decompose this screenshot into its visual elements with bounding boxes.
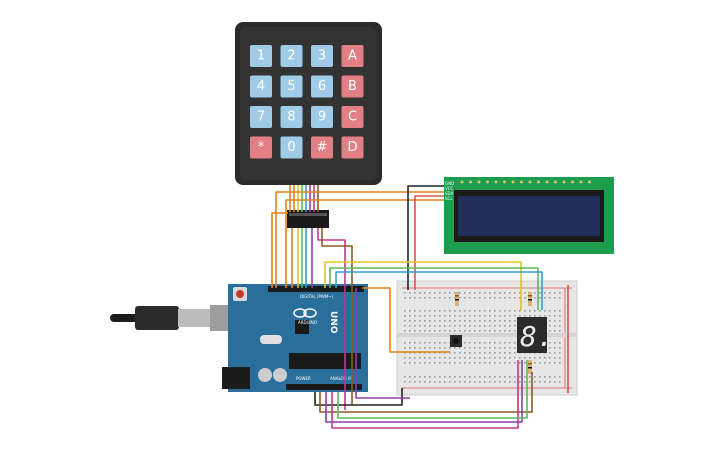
wire: [407, 185, 444, 290]
key-C[interactable]: C: [341, 106, 364, 128]
arduino-logo: [293, 308, 317, 318]
lcd-pin: [511, 180, 515, 184]
wire: [285, 199, 444, 288]
push-button[interactable]: [450, 335, 462, 347]
key-9[interactable]: 9: [311, 106, 333, 128]
lcd-pin: [520, 180, 523, 184]
key-6[interactable]: 6: [311, 75, 333, 98]
capacitor: [258, 368, 272, 382]
usb-cable: [110, 305, 230, 331]
resistor: [528, 360, 532, 374]
power-jack: [222, 367, 250, 389]
capacitor: [273, 368, 287, 382]
wire: [325, 360, 523, 423]
arduino-logo-text: ARDUINO: [298, 320, 317, 325]
wire: [331, 360, 519, 429]
key-8[interactable]: 8: [280, 106, 303, 128]
wire: [335, 271, 543, 310]
key-label: 9: [318, 110, 326, 125]
lcd-screen: [458, 196, 600, 236]
resistor: [528, 292, 532, 306]
lcd-pin: [503, 180, 506, 184]
key-label: 0: [287, 140, 295, 155]
wires: [271, 185, 569, 429]
lcd-pin: [537, 180, 540, 184]
wire: [271, 212, 288, 288]
key-label: *: [258, 140, 265, 155]
keypad-keys: 1 2 3 A 4 5 6 B 7 8 9 C * 0 # D: [250, 45, 364, 159]
key-A[interactable]: A: [341, 45, 364, 67]
atmega-chip: [289, 353, 361, 369]
analog-label: ANALOG IN: [330, 376, 352, 381]
key-label: 1: [257, 49, 265, 64]
keypad-header: [287, 210, 329, 228]
wire: [321, 228, 353, 405]
key-label: 5: [287, 79, 295, 94]
key-#[interactable]: #: [311, 136, 333, 159]
power-label: POWER: [296, 376, 311, 381]
key-D[interactable]: D: [341, 136, 364, 159]
lcd-pin: [528, 180, 532, 184]
wire: [314, 388, 403, 406]
key-label: 8: [287, 110, 295, 125]
key-label: 3: [318, 49, 326, 64]
lcd-pin-label: VCC: [445, 186, 454, 191]
wire: [329, 267, 539, 310]
resistor: [455, 292, 459, 306]
key-label: C: [348, 110, 357, 125]
lcd-pin: [486, 180, 489, 184]
wire: [319, 372, 533, 413]
key-label: 4: [257, 79, 265, 94]
lcd-pin: [554, 180, 557, 184]
key-label: #: [317, 140, 328, 155]
wire: [362, 287, 450, 353]
lcd-pin: [477, 180, 481, 184]
key-label: D: [347, 140, 357, 155]
wire: [324, 261, 522, 310]
lcd-pin: [562, 180, 566, 184]
wire: [337, 360, 528, 419]
analog-header: [286, 384, 362, 390]
key-2[interactable]: 2: [280, 45, 303, 67]
key-label: A: [348, 49, 357, 64]
key-3[interactable]: 3: [311, 45, 333, 67]
lcd-pin: [579, 180, 583, 184]
key-0[interactable]: 0: [280, 136, 303, 159]
digital-label: DIGITAL (PWM~): [300, 294, 334, 299]
lcd-pin: [588, 180, 591, 184]
lcd-pin-label: SDA: [445, 191, 454, 196]
arduino-uno[interactable]: ARDUINO UNO POWER ANALOG IN DIGITAL (PWM…: [110, 284, 368, 392]
lcd-pin-label: GND: [445, 181, 454, 186]
key-7[interactable]: 7: [250, 106, 272, 128]
key-label: B: [348, 79, 357, 94]
wire: [317, 228, 346, 410]
key-1[interactable]: 1: [250, 45, 272, 67]
key-B[interactable]: B: [341, 75, 364, 98]
key-5[interactable]: 5: [280, 75, 303, 98]
wire: [275, 191, 444, 288]
seven-segment-display: 8.: [517, 317, 554, 353]
lcd-pin-label: SCL: [445, 196, 453, 201]
lcd-pin: [469, 180, 472, 184]
key-label: 6: [318, 79, 326, 94]
seven-segment-digit: 8.: [520, 320, 554, 353]
wire: [355, 288, 410, 399]
arduino-brand: UNO: [328, 311, 338, 334]
key-label: 7: [257, 110, 265, 125]
key-4[interactable]: 4: [250, 75, 272, 98]
digital-header: [268, 286, 364, 292]
lcd-pin: [545, 180, 549, 184]
wire: [414, 195, 444, 290]
lcd-pin: [494, 180, 498, 184]
lcd-pin: [460, 180, 464, 184]
lcd-pin: [571, 180, 574, 184]
key-*[interactable]: *: [250, 136, 272, 159]
keypad[interactable]: 1 2 3 A 4 5 6 B 7 8 9 C * 0 # D: [235, 22, 382, 213]
key-label: 2: [287, 49, 295, 64]
